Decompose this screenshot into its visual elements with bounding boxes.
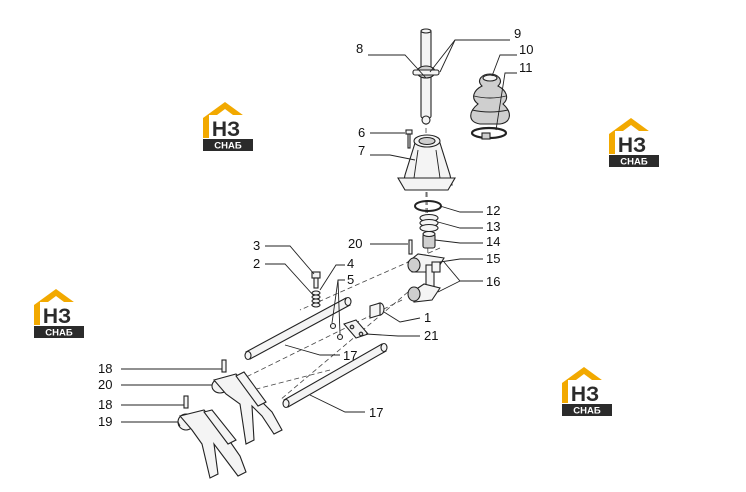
part-pin-20-top	[408, 239, 413, 255]
callout-13: 13	[486, 219, 500, 234]
logo-letters: НЗ	[618, 134, 646, 157]
callout-17-upper: 17	[343, 348, 357, 363]
callout-15: 15	[486, 251, 500, 266]
callout-5: 5	[347, 272, 354, 287]
assembly-lines	[229, 112, 441, 401]
part-detent-bolt	[311, 271, 321, 289]
callout-4: 4	[347, 256, 354, 271]
callout-20-lower: 20	[98, 377, 112, 392]
part-bolt-1	[369, 302, 385, 319]
part-shift-rod-17-lower	[282, 342, 388, 409]
logo-band-text: СНАБ	[620, 157, 648, 168]
part-pin-18-upper	[221, 359, 227, 373]
part-lever-housing	[397, 134, 456, 191]
logo-letters: НЗ	[212, 118, 240, 141]
part-shift-rod-17-upper	[244, 296, 352, 361]
callout-18-lower: 18	[98, 397, 112, 412]
callout-11: 11	[519, 60, 533, 75]
callout-14: 14	[486, 234, 500, 249]
callout-16: 16	[486, 274, 500, 289]
callout-9: 9	[514, 26, 521, 41]
callout-6: 6	[358, 125, 365, 140]
watermark-logo-1: НЗ СНАБ	[203, 102, 253, 152]
logo-letters: НЗ	[571, 383, 599, 406]
callout-numbers: 8 9 10 11 6 7 12 13 14 15 16 20 3 2 4 5 …	[98, 26, 533, 429]
part-o-ring-12	[414, 200, 442, 212]
logo-band-text: СНАБ	[573, 406, 601, 417]
callout-8: 8	[356, 41, 363, 56]
callout-18-upper: 18	[98, 361, 112, 376]
part-shift-fork-20	[211, 371, 283, 445]
part-spring-13	[419, 213, 439, 233]
part-shift-fork-19	[177, 409, 247, 479]
part-clamp-ring	[470, 126, 508, 140]
part-detent-balls	[329, 322, 344, 341]
part-gear-lever	[412, 28, 440, 125]
logo-band-text: СНАБ	[45, 328, 73, 339]
callout-17-lower: 17	[369, 405, 383, 420]
logo-letters: НЗ	[43, 305, 71, 328]
part-detent-spring	[311, 290, 321, 308]
callout-12: 12	[486, 203, 500, 218]
callout-19: 19	[98, 414, 112, 429]
callout-10: 10	[519, 42, 533, 57]
part-rubber-boot	[470, 73, 510, 125]
logo-band-text: СНАБ	[214, 141, 242, 152]
part-selector-block	[407, 253, 445, 303]
callout-1: 1	[424, 310, 431, 325]
callout-21: 21	[424, 328, 438, 343]
callout-2: 2	[253, 256, 260, 271]
watermark-logo-4: НЗ СНАБ	[562, 367, 612, 417]
part-plate-21	[343, 319, 369, 339]
part-pin-18-lower	[183, 395, 189, 409]
callout-3: 3	[253, 238, 260, 253]
callout-7: 7	[358, 143, 365, 158]
leader-lines	[121, 39, 517, 427]
watermark-logo-3: НЗ СНАБ	[34, 289, 84, 339]
callout-20-top: 20	[348, 236, 362, 251]
watermark-logo-2: НЗ СНАБ	[609, 118, 659, 168]
part-bushing-14	[422, 230, 436, 249]
part-screw-6	[405, 129, 413, 149]
